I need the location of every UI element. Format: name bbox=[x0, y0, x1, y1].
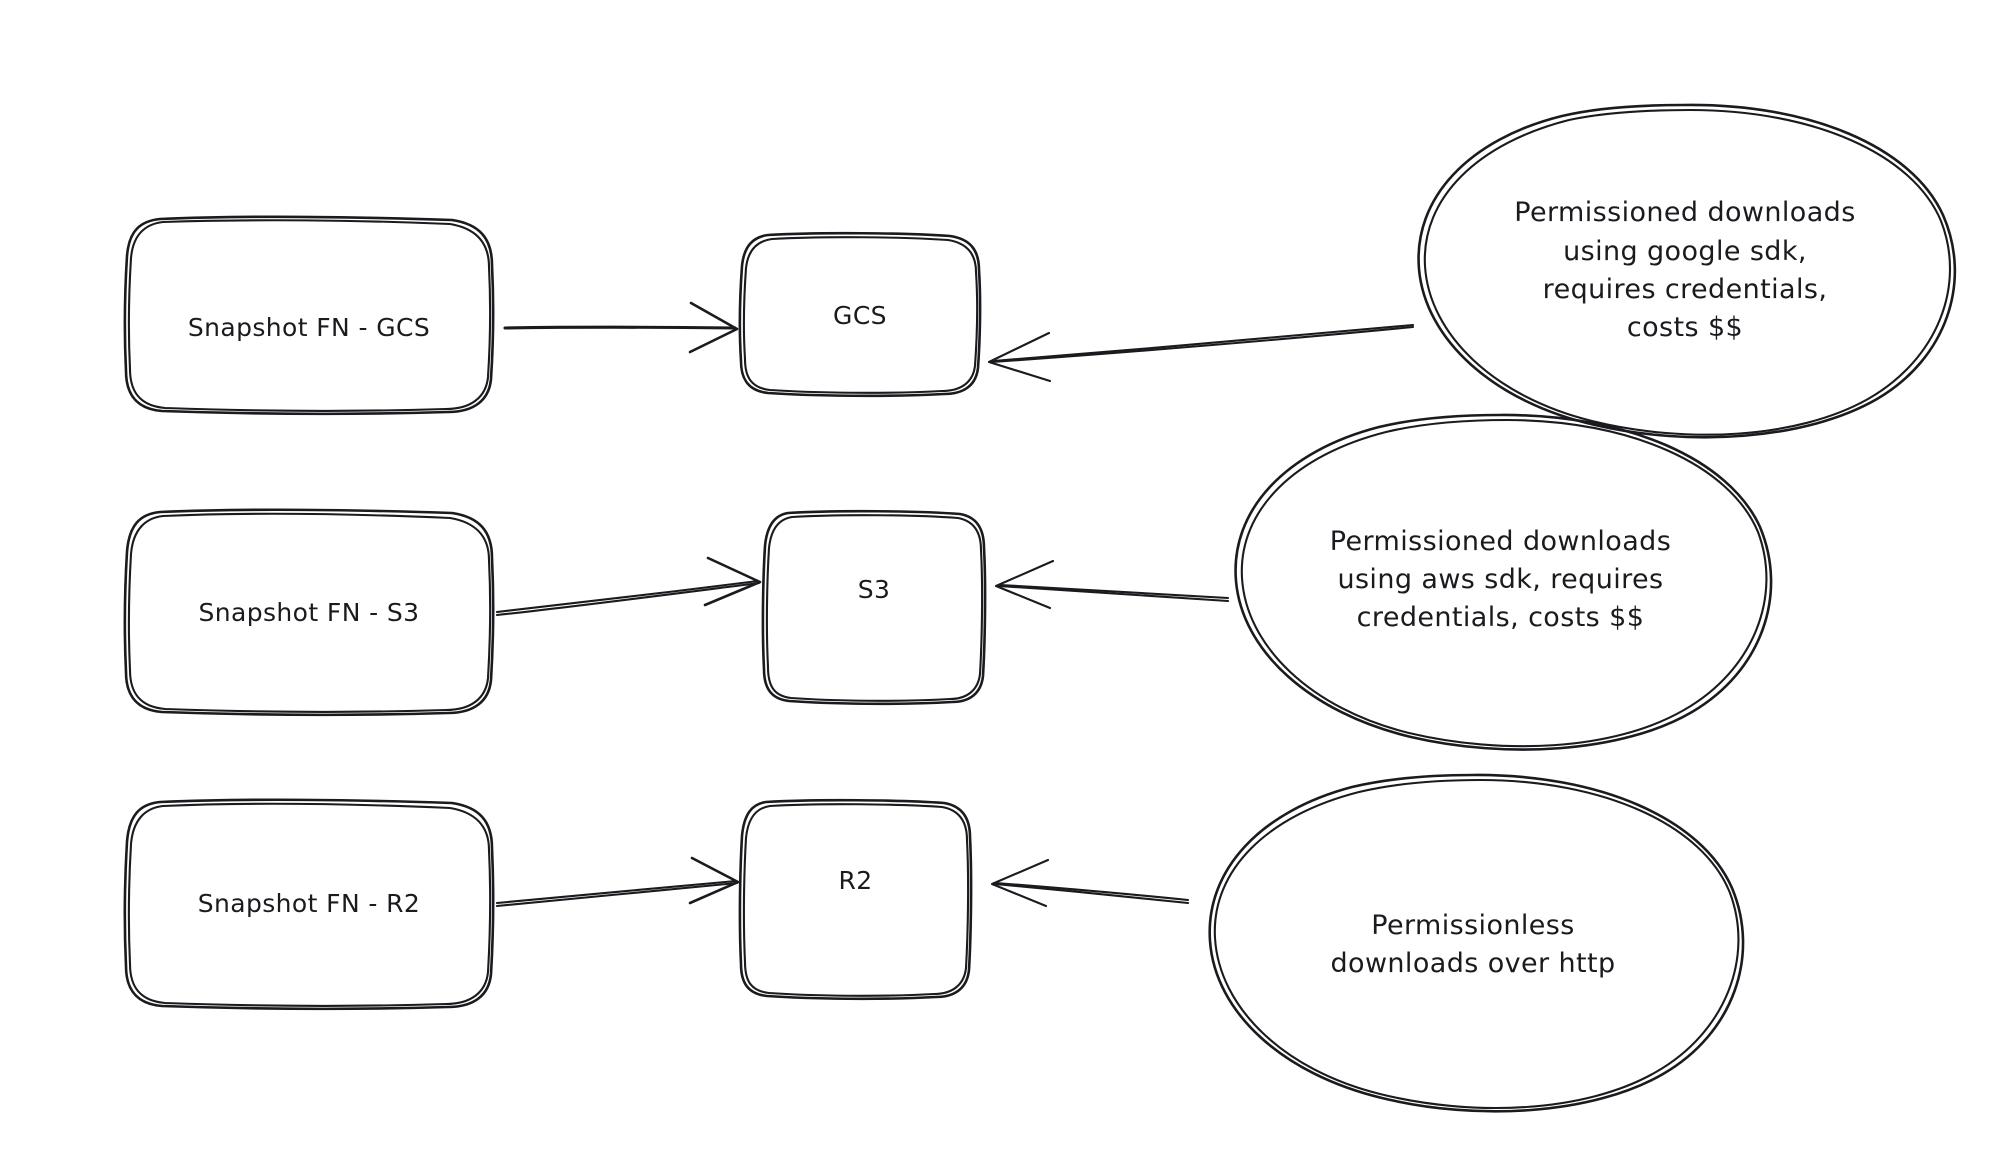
edge-note-r2-to-r2 bbox=[990, 858, 1190, 908]
node-shape-s3[interactable] bbox=[761, 509, 987, 706]
node-shape-snapshot-fn-r2[interactable] bbox=[123, 798, 495, 1011]
edge-note-s3-to-s3 bbox=[994, 559, 1230, 610]
node-shape-r2[interactable] bbox=[738, 798, 973, 1001]
note-shape-gcs[interactable] bbox=[1417, 103, 1957, 439]
node-shape-snapshot-fn-s3[interactable] bbox=[123, 508, 495, 717]
edge-snapshot-fn-s3-to-s3 bbox=[495, 556, 762, 617]
note-shape-s3[interactable] bbox=[1234, 413, 1773, 751]
edge-snapshot-fn-r2-to-r2 bbox=[495, 856, 740, 908]
edge-snapshot-fn-gcs-to-gcs bbox=[503, 301, 739, 354]
edge-note-gcs-to-gcs bbox=[987, 323, 1415, 383]
node-shape-snapshot-fn-gcs[interactable] bbox=[123, 215, 495, 416]
node-shape-gcs[interactable] bbox=[738, 231, 982, 398]
note-shape-r2[interactable] bbox=[1208, 773, 1745, 1113]
